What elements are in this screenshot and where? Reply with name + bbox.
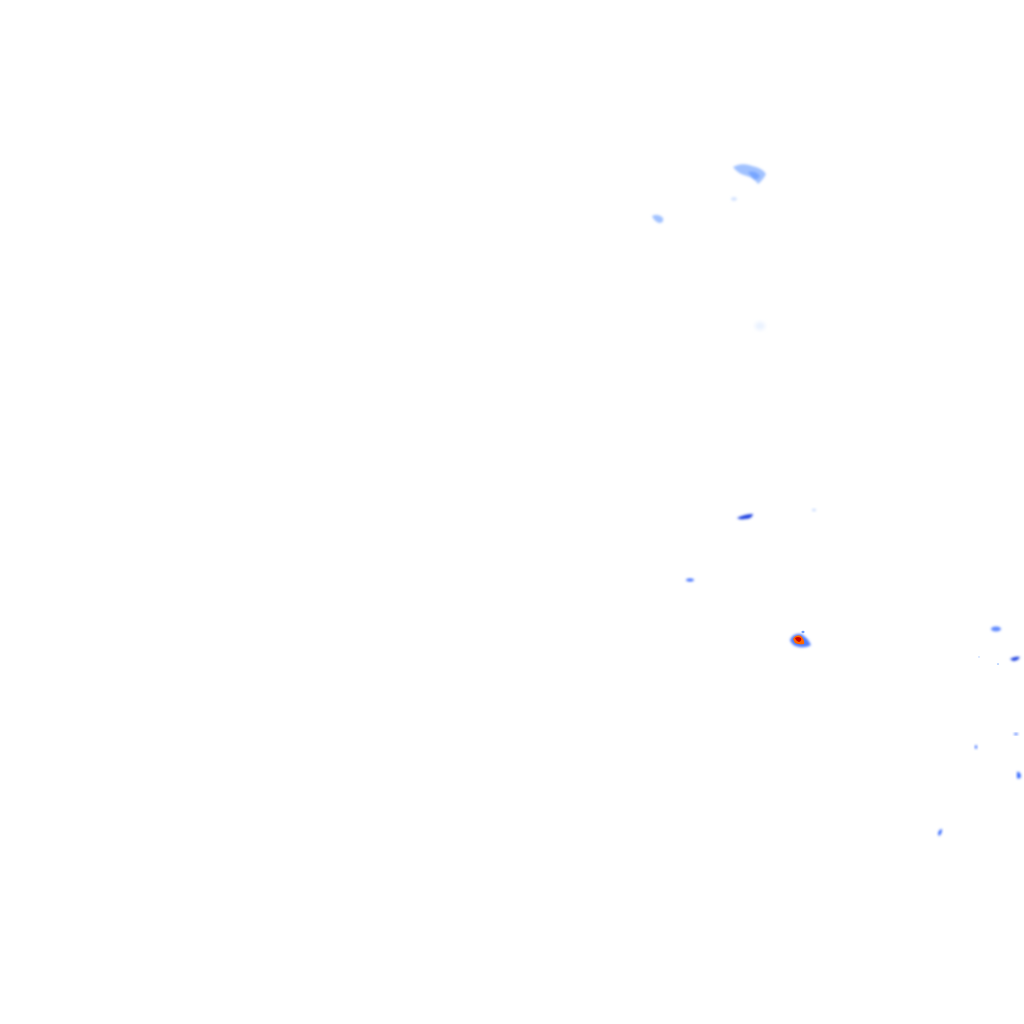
precip-cell-east-3	[978, 656, 1000, 665]
precip-cell-north	[733, 164, 766, 184]
precip-cell-southeast	[938, 829, 942, 836]
precip-cell-center	[737, 514, 753, 520]
precip-cell-faint	[755, 322, 765, 330]
precip-cell-east-2	[1010, 656, 1020, 661]
precip-cell-heavy	[790, 630, 811, 648]
precip-cell-northwest	[652, 214, 664, 223]
precip-cell-east-6	[1017, 771, 1021, 779]
precip-cell-east-4	[1014, 733, 1018, 735]
precip-cell-southwest	[686, 578, 694, 582]
precip-cell-center-faint	[812, 508, 816, 512]
precip-cell-north-small	[731, 197, 737, 201]
precip-cell-east-1	[991, 626, 1001, 632]
precip-cell-east-5	[974, 745, 978, 749]
